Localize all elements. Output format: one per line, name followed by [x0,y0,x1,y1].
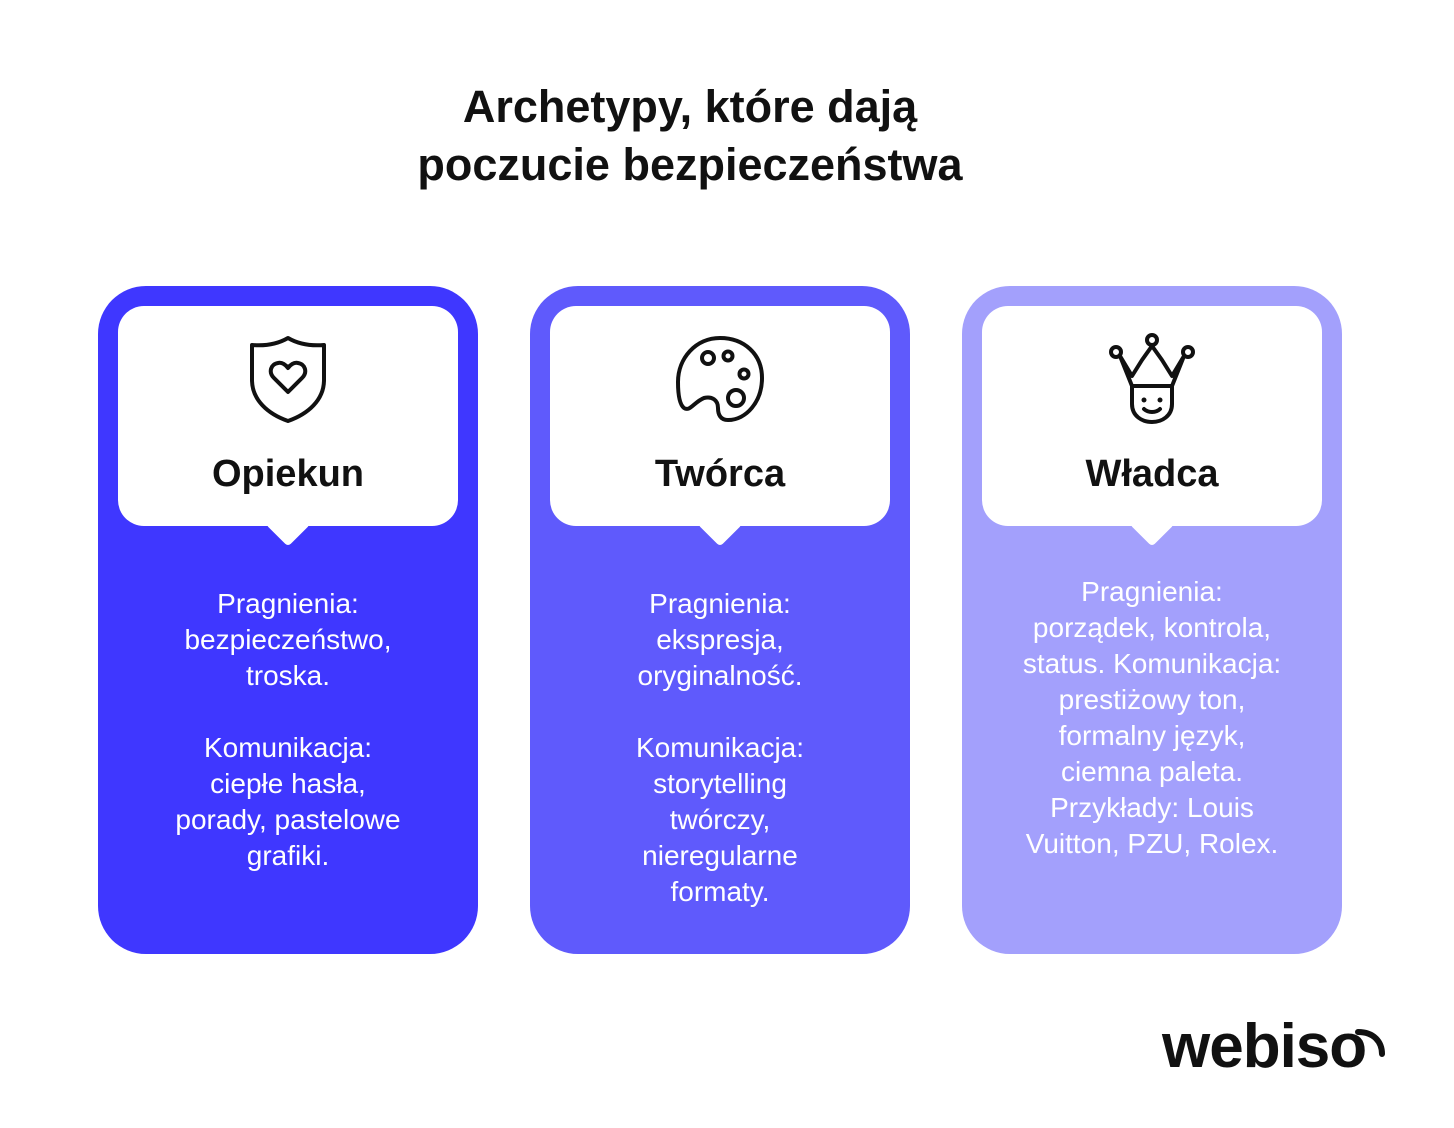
title-line-2: poczucie bezpieczeństwa [417,139,963,190]
title-line-1: Archetypy, które dają [462,81,918,132]
palette-icon [670,328,770,428]
card-title: Twórca [654,453,786,495]
desires-text: Pragnienia: bezpieczeństwo, troska. [184,588,392,691]
archetype-card-tworca: Twórca Pragnienia: ekspresja, oryginalno… [530,286,910,954]
communication-text: Komunikacja: storytelling twórczy, niere… [635,732,805,907]
webiso-corner-mark-icon [1352,1024,1388,1070]
card-description: Pragnienia: ekspresja, oryginalność. Kom… [550,586,890,910]
page-title: Archetypy, które dają poczucie bezpiecze… [0,78,1380,194]
shield-heart-icon [238,328,338,428]
archetype-card-opiekun: Opiekun Pragnienia: bezpieczeństwo, tros… [98,286,478,954]
card-description: Pragnienia: bezpieczeństwo, troska. Komu… [118,586,458,874]
card-text: Pragnienia: porządek, kontrola, status. … [1022,576,1282,859]
crown-face-icon [1102,328,1202,428]
card-header: Twórca [550,306,890,526]
card-title: Władca [1085,453,1219,495]
webiso-logo: webiso [1162,1012,1367,1081]
desires-text: Pragnienia: ekspresja, oryginalność. [637,588,803,691]
archetype-card-wladca: Władca Pragnienia: porządek, kontrola, s… [962,286,1342,954]
communication-text: Komunikacja: ciepłe hasła, porady, paste… [175,732,401,871]
card-title: Opiekun [211,453,365,495]
card-header: Władca [982,306,1322,526]
card-header: Opiekun [118,306,458,526]
card-description: Pragnienia: porządek, kontrola, status. … [982,574,1322,862]
